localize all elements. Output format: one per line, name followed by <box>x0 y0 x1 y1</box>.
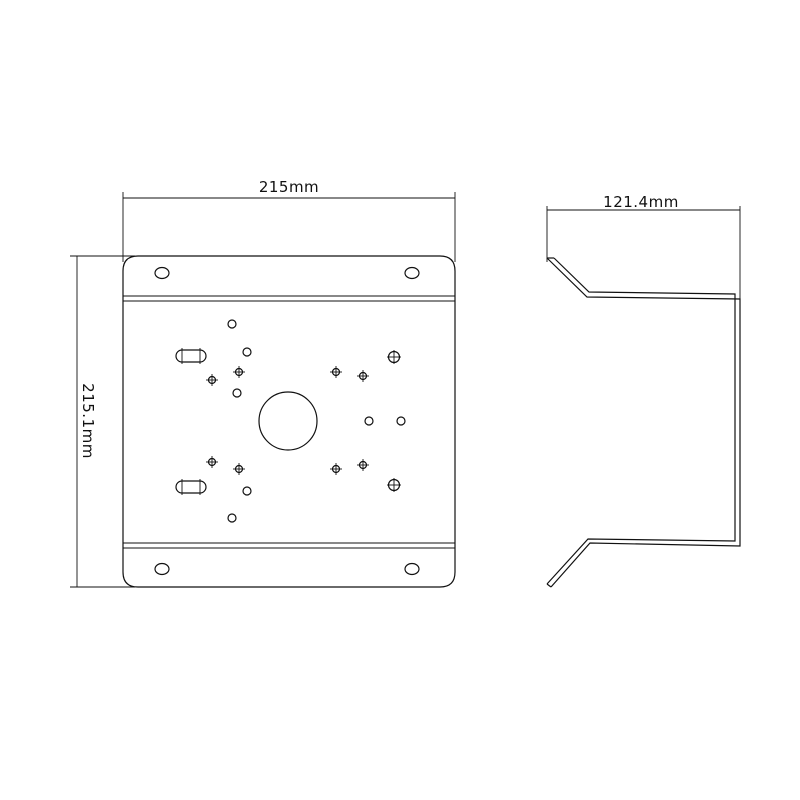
crosshair-hole <box>357 370 369 382</box>
side-view: 121.4mm <box>546 193 741 588</box>
crosshair-hole <box>206 456 218 468</box>
mounting-hole <box>154 562 170 576</box>
crosshair-hole <box>330 366 342 378</box>
slot-holes <box>175 348 207 495</box>
crosshair-hole <box>357 459 369 471</box>
corner-holes <box>154 266 420 576</box>
depth-dimension: 121.4mm <box>546 193 741 303</box>
crosshair-holes <box>206 366 369 475</box>
crosshair-hole <box>330 463 342 475</box>
large-crosshair-holes <box>387 350 401 492</box>
bend-lines <box>123 295 455 549</box>
cable-hole <box>258 391 318 451</box>
slot-hole <box>175 348 207 364</box>
slot-hole <box>175 479 207 495</box>
height-dimension: 215.1mm <box>70 255 135 588</box>
small-hole <box>242 347 252 357</box>
bracket-profile <box>546 257 741 588</box>
front-view: 215mm 215.1mm <box>70 178 456 588</box>
depth-dimension-label: 121.4mm <box>603 193 679 211</box>
small-hole <box>364 416 374 426</box>
crosshair-hole <box>387 478 401 492</box>
small-hole <box>396 416 406 426</box>
small-hole <box>227 513 237 523</box>
crosshair-hole <box>233 463 245 475</box>
width-dimension: 215mm <box>122 178 456 262</box>
crosshair-hole <box>206 374 218 386</box>
small-hole <box>232 388 242 398</box>
small-hole <box>242 486 252 496</box>
mounting-hole <box>404 266 420 280</box>
mounting-hole <box>404 562 420 576</box>
plate-outline <box>122 255 456 588</box>
crosshair-hole <box>233 366 245 378</box>
width-dimension-label: 215mm <box>259 178 319 196</box>
small-hole <box>227 319 237 329</box>
height-dimension-label: 215.1mm <box>79 383 97 459</box>
mounting-hole <box>154 266 170 280</box>
small-holes <box>227 319 406 523</box>
crosshair-hole <box>387 350 401 364</box>
